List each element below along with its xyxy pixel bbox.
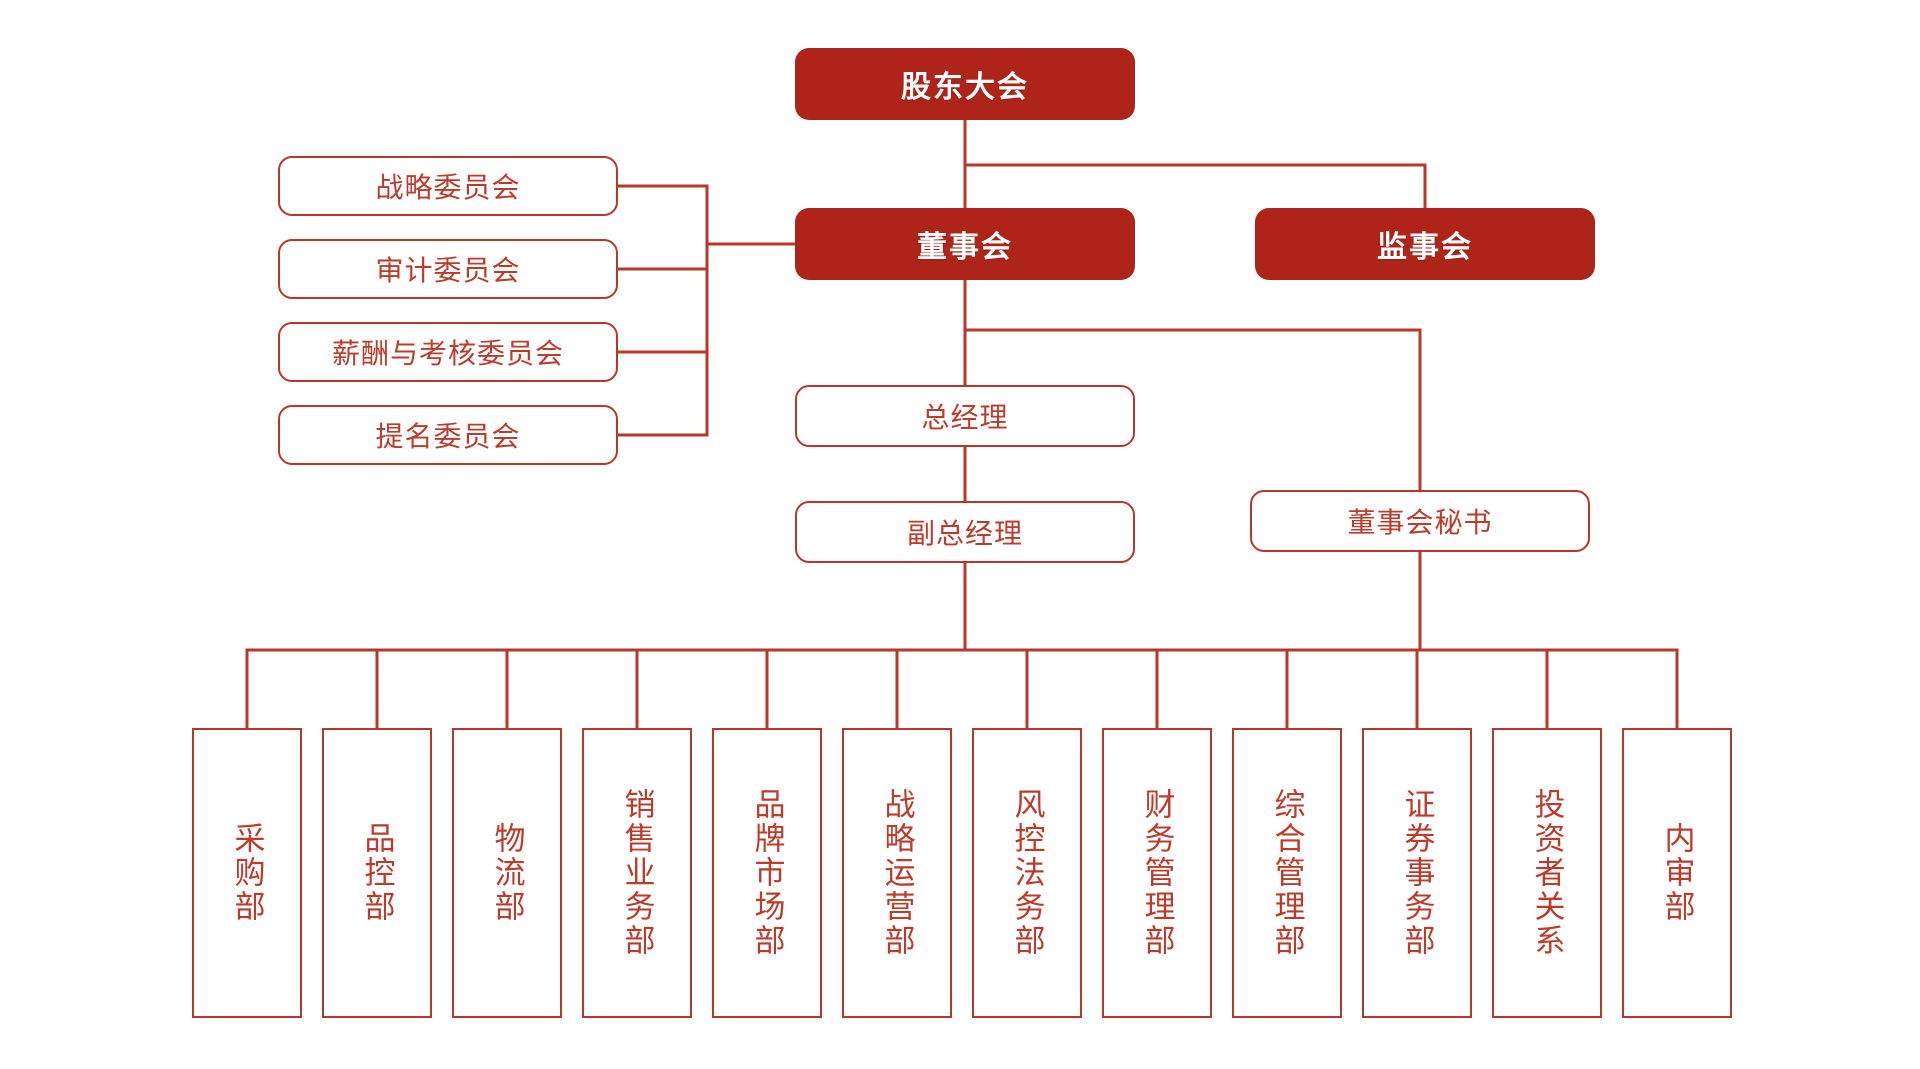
node-dept-securities[interactable]: 证券事务部	[1362, 728, 1472, 1018]
node-dept-general-admin[interactable]: 综合管理部	[1232, 728, 1342, 1018]
node-nomination-committee[interactable]: 提名委员会	[278, 405, 618, 465]
node-board-secretary[interactable]: 董事会秘书	[1250, 490, 1590, 552]
node-board-of-directors[interactable]: 董事会	[795, 208, 1135, 280]
node-shareholders-meeting[interactable]: 股东大会	[795, 48, 1135, 120]
node-label: 物流部	[489, 822, 525, 924]
node-dept-brand-marketing[interactable]: 品牌市场部	[712, 728, 822, 1018]
node-dept-logistics[interactable]: 物流部	[452, 728, 562, 1018]
node-dept-investor-relations[interactable]: 投资者关系	[1492, 728, 1602, 1018]
node-dept-sales[interactable]: 销售业务部	[582, 728, 692, 1018]
node-label: 销售业务部	[619, 788, 655, 958]
edge-shareholders-supervisors	[963, 163, 1427, 210]
node-label: 提名委员会	[375, 421, 521, 452]
node-label: 监事会	[1377, 231, 1473, 264]
node-label: 薪酬与考核委员会	[331, 338, 564, 369]
node-label: 风控法务部	[1009, 788, 1045, 958]
node-deputy-general-manager[interactable]: 副总经理	[795, 501, 1135, 563]
node-board-of-supervisors[interactable]: 监事会	[1255, 208, 1595, 280]
node-label: 证券事务部	[1399, 788, 1435, 958]
node-label: 财务管理部	[1139, 788, 1175, 958]
node-label: 内审部	[1659, 822, 1695, 924]
node-dept-procurement[interactable]: 采购部	[192, 728, 302, 1018]
node-compensation-committee[interactable]: 薪酬与考核委员会	[278, 322, 618, 382]
node-label: 综合管理部	[1269, 788, 1305, 958]
node-label: 采购部	[229, 822, 265, 924]
node-label: 品牌市场部	[749, 788, 785, 958]
node-strategy-committee[interactable]: 战略委员会	[278, 156, 618, 216]
node-audit-committee[interactable]: 审计委员会	[278, 239, 618, 299]
node-dept-risk-legal[interactable]: 风控法务部	[972, 728, 1082, 1018]
node-dept-strategy-operations[interactable]: 战略运营部	[842, 728, 952, 1018]
node-label: 品控部	[359, 822, 395, 924]
node-label: 董事会秘书	[1347, 507, 1493, 538]
node-dept-internal-audit[interactable]: 内审部	[1622, 728, 1732, 1018]
node-dept-finance[interactable]: 财务管理部	[1102, 728, 1212, 1018]
node-label: 战略委员会	[375, 172, 521, 203]
node-label: 股东大会	[901, 71, 1029, 104]
node-label: 董事会	[917, 231, 1013, 264]
node-general-manager[interactable]: 总经理	[795, 385, 1135, 447]
node-label: 副总经理	[906, 518, 1023, 549]
node-label: 总经理	[921, 402, 1009, 433]
node-label: 审计委员会	[375, 255, 521, 286]
node-dept-quality-control[interactable]: 品控部	[322, 728, 432, 1018]
node-label: 战略运营部	[879, 788, 915, 958]
node-label: 投资者关系	[1529, 788, 1565, 958]
